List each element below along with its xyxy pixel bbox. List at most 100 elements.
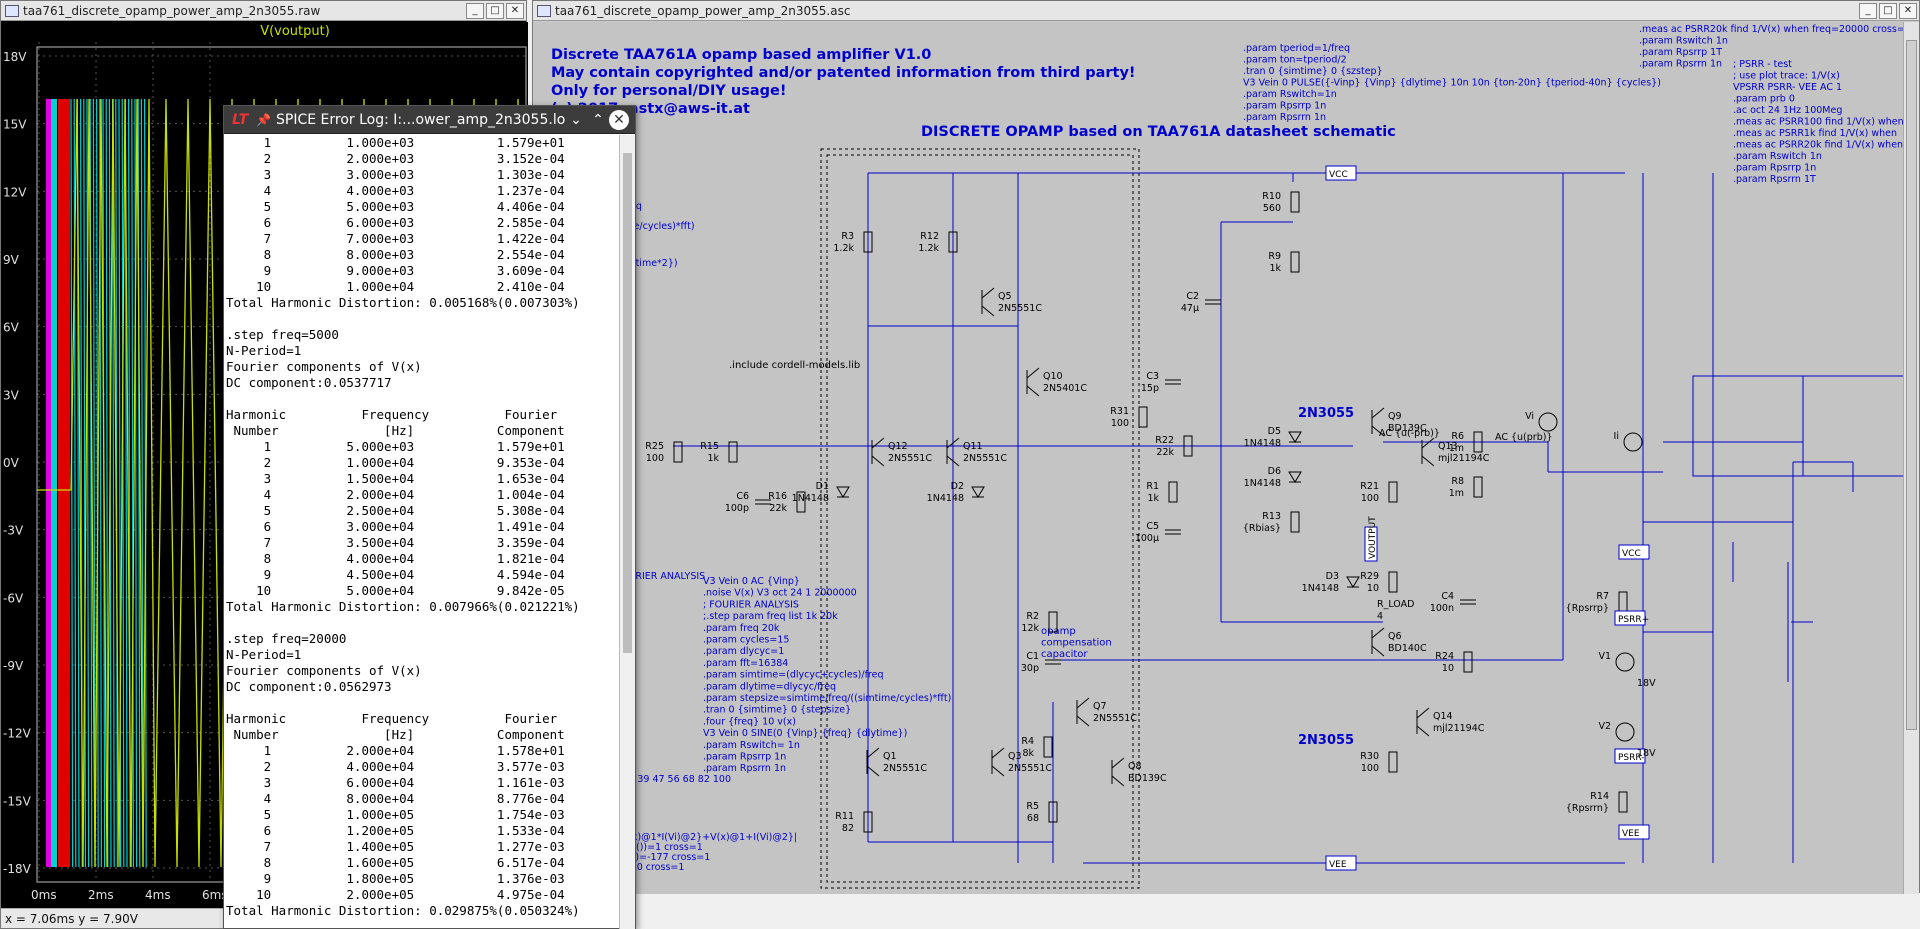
component-value: 82	[842, 823, 854, 834]
net-label-vcc-v[interactable]: VCC	[1618, 544, 1650, 560]
schematic-scrollbar[interactable]	[1903, 22, 1919, 894]
component-value: 100	[1111, 418, 1129, 429]
x-tick-label: 0ms	[31, 888, 57, 902]
transistor-emitter	[1416, 725, 1430, 737]
close-button[interactable]: ✕	[1899, 2, 1917, 19]
pin-icon[interactable]: 📌	[256, 112, 271, 127]
component-r13[interactable]: R13{Rbias}	[1243, 511, 1300, 534]
close-button[interactable]: ✕	[506, 2, 524, 19]
include-directive[interactable]: .include cordell-models.lib	[729, 360, 860, 371]
schematic-titlebar[interactable]: taa761_discrete_opamp_power_amp_2n3055.a…	[533, 1, 1919, 21]
component-ref: R22	[1155, 435, 1174, 446]
component-ref: C1	[1026, 651, 1039, 662]
transistor-emitter	[1026, 385, 1040, 397]
schematic-canvas[interactable]: Discrete TAA761A opamp based amplifier V…	[533, 22, 1903, 894]
component-v1[interactable]: V1	[1598, 651, 1635, 672]
param-line: .param Rpsrrp 1n	[703, 752, 786, 763]
net-label-psrr-plus[interactable]: PSRR+	[1614, 610, 1649, 626]
chevron-down-icon[interactable]: ⌄	[570, 111, 582, 128]
component-r3[interactable]: R31.2k	[833, 231, 873, 254]
waveform-titlebar[interactable]: taa761_discrete_opamp_power_amp_2n3055.r…	[1, 1, 526, 21]
y-tick-label: 3V	[3, 388, 20, 402]
log-scrollbar[interactable]	[619, 135, 635, 929]
transistor-collector	[1111, 757, 1125, 769]
scroll-thumb[interactable]	[623, 153, 632, 653]
component-value: 1k	[1269, 263, 1281, 274]
resistor-symbol	[1138, 406, 1148, 428]
scroll-thumb[interactable]	[1906, 40, 1917, 730]
net-label-psrr-minus[interactable]: PSRR-	[1614, 748, 1646, 764]
component-v2[interactable]: V2	[1598, 721, 1635, 742]
log-titlebar[interactable]: LT 📌 SPICE Error Log: I:...ower_amp_2n30…	[224, 106, 635, 134]
close-icon[interactable]: ✕	[609, 109, 629, 130]
net-label-voutput[interactable]: VOUTPUT	[1364, 516, 1378, 562]
minimize-button[interactable]: _	[1859, 2, 1877, 19]
component-ref: R25	[645, 441, 664, 452]
net-tag-frame	[1325, 855, 1357, 871]
trace-label[interactable]: V(voutput)	[260, 24, 330, 39]
param-line: .param tperiod=1/freq	[1243, 43, 1350, 54]
param-line: .tran 0 {simtime} 0 {szstep}	[1243, 66, 1383, 77]
transistor-emitter	[871, 455, 885, 467]
maximize-button[interactable]: □	[486, 2, 504, 19]
component-ref: Q11	[963, 441, 983, 452]
net-label-vcc[interactable]: VCC	[1325, 165, 1357, 181]
component-r14[interactable]: R14{Rpsrrn}	[1566, 791, 1628, 814]
component-vi[interactable]: Vi	[1525, 411, 1558, 432]
minimize-button[interactable]: _	[466, 2, 484, 19]
net-label-vee-v[interactable]: VEE	[1618, 824, 1650, 840]
component-ii[interactable]: Ii	[1614, 431, 1643, 452]
chevron-up-icon[interactable]: ⌃	[592, 111, 604, 128]
component-ref: C5	[1146, 521, 1159, 532]
maximize-button[interactable]: □	[1879, 2, 1897, 19]
component-value: 22k	[769, 503, 787, 514]
net-label-vee[interactable]: VEE	[1325, 855, 1357, 871]
log-content[interactable]: 1 1.000e+03 1.579e+01 2 2.000e+03 3.152e…	[226, 135, 580, 918]
param-block-psrr-test: ; PSRR - test; use plot trace: 1/V(x)VPS…	[1733, 59, 1903, 185]
component-ref: Q14	[1433, 711, 1453, 722]
